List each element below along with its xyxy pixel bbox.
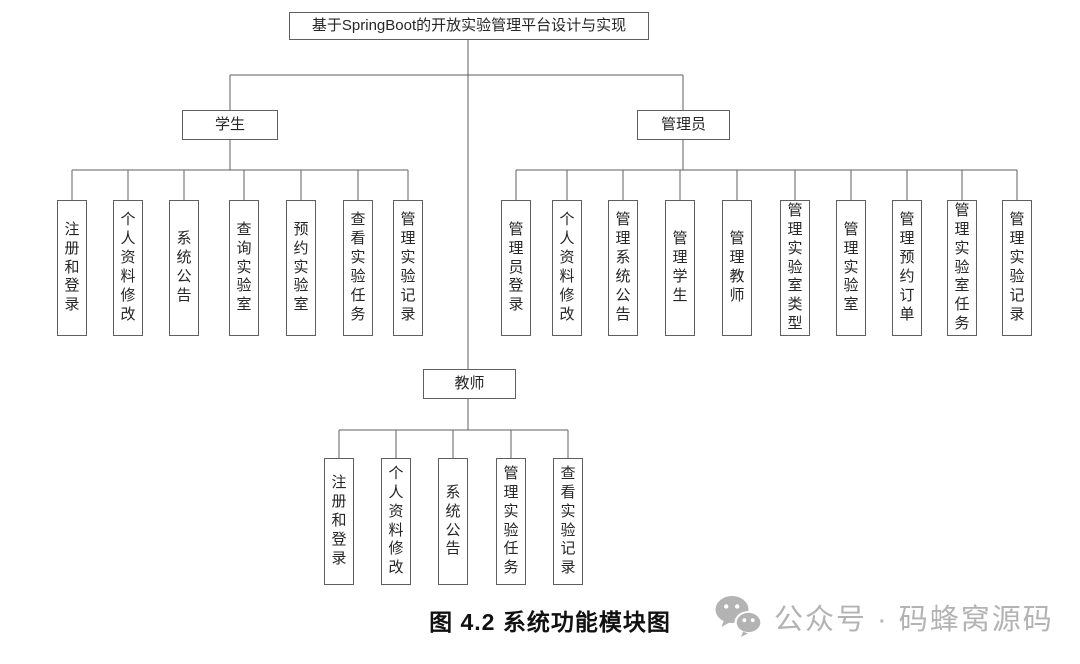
leaf-node: 系统公告	[169, 200, 199, 336]
leaf-node: 管理学生	[665, 200, 695, 336]
leaf-node: 查看实验记录	[553, 458, 583, 585]
student-branch-node: 学生	[182, 110, 278, 140]
leaf-node: 管理实验室任务	[947, 200, 977, 336]
leaf-node: 注册和登录	[57, 200, 87, 336]
leaf-node: 查看实验任务	[343, 200, 373, 336]
leaf-node: 管理实验记录	[1002, 200, 1032, 336]
leaf-node: 管理实验任务	[496, 458, 526, 585]
leaf-node: 管理实验记录	[393, 200, 423, 336]
leaf-node: 查询实验室	[229, 200, 259, 336]
leaf-node: 个人资料修改	[381, 458, 411, 585]
teacher-branch-node: 教师	[423, 369, 516, 399]
leaf-node: 管理教师	[722, 200, 752, 336]
leaf-node: 注册和登录	[324, 458, 354, 585]
leaf-node: 管理系统公告	[608, 200, 638, 336]
leaf-node: 管理员登录	[501, 200, 531, 336]
admin-branch-node: 管理员	[637, 110, 730, 140]
leaf-node: 系统公告	[438, 458, 468, 585]
watermark: 公众号 · 码蜂窝源码	[714, 594, 1054, 640]
root-node: 基于SpringBoot的开放实验管理平台设计与实现	[289, 12, 649, 40]
leaf-node: 预约实验室	[286, 200, 316, 336]
wechat-icon	[715, 596, 763, 637]
watermark-text: 公众号 · 码蜂窝源码	[774, 604, 1054, 636]
leaf-node: 个人资料修改	[552, 200, 582, 336]
figure-caption: 图 4.2 系统功能模块图	[429, 609, 671, 635]
leaf-node: 管理实验室类型	[780, 200, 810, 336]
leaf-node: 管理预约订单	[892, 200, 922, 336]
leaf-node: 管理实验室	[836, 200, 866, 336]
leaf-node: 个人资料修改	[113, 200, 143, 336]
